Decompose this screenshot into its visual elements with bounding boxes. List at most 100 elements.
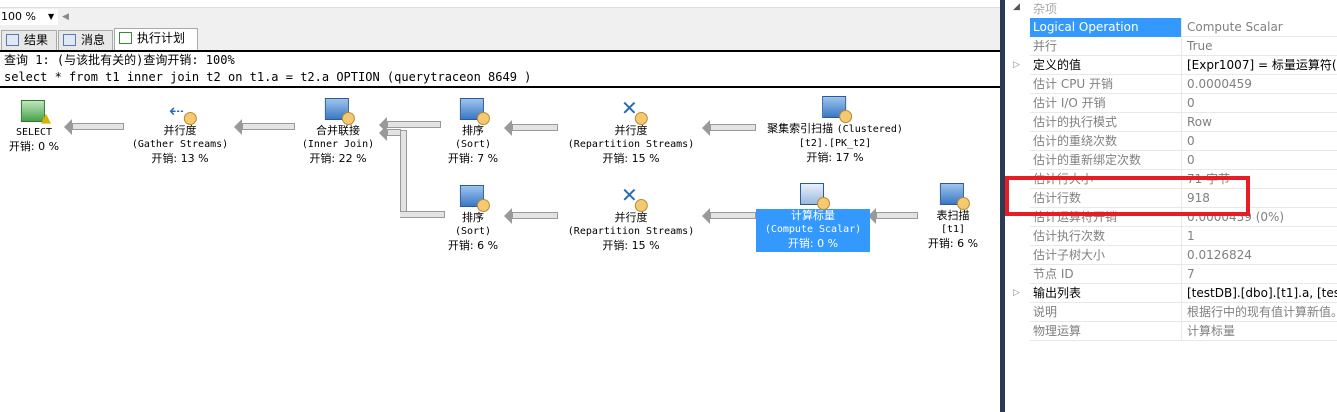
plan-node-merge-join[interactable]: 合并联接 (Inner Join) 开销: 22 %: [302, 98, 374, 166]
node-subtitle: (Sort): [454, 139, 492, 150]
plan-node-sort-2[interactable]: 排序 (Sort) 开销: 6 %: [448, 185, 498, 253]
flow-arrow: [504, 120, 558, 136]
property-name: 估计的重新绑定次数: [1030, 151, 1182, 170]
zoom-select[interactable]: 100 %: [0, 9, 58, 25]
property-row[interactable]: 估计 CPU 开销 0.0000459: [1030, 75, 1337, 94]
parallelism-icon: ⇠: [167, 98, 197, 125]
collapse-icon[interactable]: ◢: [1013, 2, 1020, 12]
plan-node-compute-scalar[interactable]: 计算标量 (Compute Scalar) 开销: 0 %: [756, 183, 870, 252]
query-cost-line: 查询 1: (与该批有关的)查询开销: 100%: [4, 53, 235, 67]
expand-icon[interactable]: ▷: [1013, 60, 1020, 70]
property-row[interactable]: Logical Operation Compute Scalar: [1030, 18, 1337, 37]
repartition-icon: ✕: [618, 185, 648, 212]
node-name: 表扫描: [936, 209, 970, 222]
plan-icon: [119, 32, 132, 44]
property-row[interactable]: ▷输出列表[testDB].[dbo].[t1].a, [testDB].[db…: [1013, 284, 1337, 303]
property-value: Compute Scalar: [1187, 20, 1283, 34]
property-row[interactable]: 估计执行次数 1: [1030, 227, 1337, 246]
property-name: 物理运算: [1030, 322, 1182, 341]
merge-join-icon: [325, 98, 355, 125]
expand-icon[interactable]: ▷: [1013, 288, 1020, 298]
sort-icon: [460, 185, 490, 212]
plan-node-gather-streams[interactable]: ⇠ 并行度 (Gather Streams) 开销: 13 %: [132, 98, 228, 166]
property-name: 定义的值: [1030, 56, 1182, 75]
node-name: 聚集索引扫描: [767, 122, 834, 135]
property-name: 估计 CPU 开销: [1030, 75, 1182, 94]
node-cost: 开销: 6 %: [927, 237, 979, 250]
node-cost: 开销: 6 %: [447, 239, 499, 252]
property-value: 计算标量: [1187, 324, 1236, 338]
plan-node-clustered-index-scan[interactable]: 聚集索引扫描 (Clustered) [t2].[PK_t2] 开销: 17 %: [767, 96, 903, 165]
top-strip: [0, 0, 1000, 8]
tab-results[interactable]: 结果: [1, 30, 57, 50]
property-name: 说明: [1030, 303, 1182, 322]
property-row[interactable]: 估计行数 918: [1030, 189, 1337, 208]
select-warning-icon: ▲: [21, 100, 51, 126]
tab-execution-plan[interactable]: 执行计划: [114, 28, 198, 50]
node-name: 排序: [462, 124, 484, 137]
property-value: [Expr1007] = 标量运算符(CONVERT: [1187, 58, 1337, 72]
property-value: Row: [1187, 115, 1212, 129]
property-name: 估计执行次数: [1030, 227, 1182, 246]
plan-node-select[interactable]: ▲ SELECT 开销: 0 %: [9, 100, 59, 154]
plan-node-repartition-2[interactable]: ✕ 并行度 (Repartition Streams) 开销: 15 %: [568, 185, 694, 253]
flow-arrow: [702, 120, 756, 136]
node-cost: 开销: 0 %: [8, 140, 60, 153]
node-subtitle: (Gather Streams): [131, 139, 229, 150]
node-subtitle: (Inner Join): [301, 139, 375, 150]
property-value: 0.0126824: [1187, 248, 1252, 262]
tab-label: 消息: [81, 33, 106, 47]
compute-scalar-icon: [800, 183, 830, 210]
property-name: 估计 I/O 开销: [1030, 94, 1182, 113]
property-row[interactable]: ▷ 定义的值 [Expr1007] = 标量运算符(CONVERT: [1013, 56, 1337, 75]
property-name: Logical Operation: [1030, 18, 1182, 37]
query-header: 查询 1: (与该批有关的)查询开销: 100% select * from t…: [0, 50, 1000, 88]
node-cost: 开销: 22 %: [309, 152, 367, 165]
node-subtitle: (Repartition Streams): [567, 226, 695, 237]
scroll-left-icon[interactable]: ◀: [62, 12, 69, 22]
plan-node-sort-1[interactable]: 排序 (Sort) 开销: 7 %: [448, 98, 498, 166]
node-cost: 开销: 15 %: [602, 239, 660, 252]
property-name: 估计行数: [1030, 189, 1182, 208]
plan-node-table-scan[interactable]: 表扫描 [t1] 开销: 6 %: [928, 183, 978, 251]
property-value: 1: [1187, 229, 1195, 243]
property-value: 0.0000459: [1187, 77, 1252, 91]
property-value: True: [1187, 39, 1213, 53]
flow-connector: [400, 211, 445, 218]
clustered-index-scan-icon: [821, 96, 852, 123]
plan-node-repartition-1[interactable]: ✕ 并行度 (Repartition Streams) 开销: 15 %: [568, 98, 694, 166]
node-name: 计算标量: [791, 209, 835, 222]
tab-label: 执行计划: [137, 31, 186, 45]
tab-messages[interactable]: 消息: [58, 30, 113, 50]
property-name: 节点 ID: [1030, 265, 1182, 284]
node-name: SELECT: [15, 127, 53, 138]
property-name: 输出列表: [1030, 284, 1182, 303]
node-object: [t2].[PK_t2]: [798, 138, 872, 149]
property-row[interactable]: 说明根据行中的现有值计算新值。: [1030, 303, 1337, 322]
property-value: 根据行中的现有值计算新值。: [1187, 305, 1337, 319]
property-value: 0: [1187, 134, 1195, 148]
node-cost: 开销: 7 %: [447, 152, 499, 165]
flow-arrow: [64, 119, 124, 135]
node-subtitle: (Compute Scalar): [764, 224, 862, 235]
property-value: 918: [1187, 191, 1210, 205]
flow-arrow: [379, 125, 401, 141]
query-sql: select * from t1 inner join t2 on t1.a =…: [4, 70, 532, 84]
message-icon: [63, 34, 76, 46]
chevron-down-icon[interactable]: ▼: [48, 12, 55, 21]
node-name: 合并联接: [316, 124, 360, 137]
node-subtitle: (Repartition Streams): [567, 139, 695, 150]
property-category: 杂项: [1033, 2, 1058, 16]
flow-arrow: [702, 208, 756, 224]
property-row[interactable]: 物理运算计算标量: [1030, 322, 1337, 341]
result-tabs: 结果 消息 执行计划: [0, 28, 1000, 50]
table-scan-icon: [940, 183, 970, 210]
